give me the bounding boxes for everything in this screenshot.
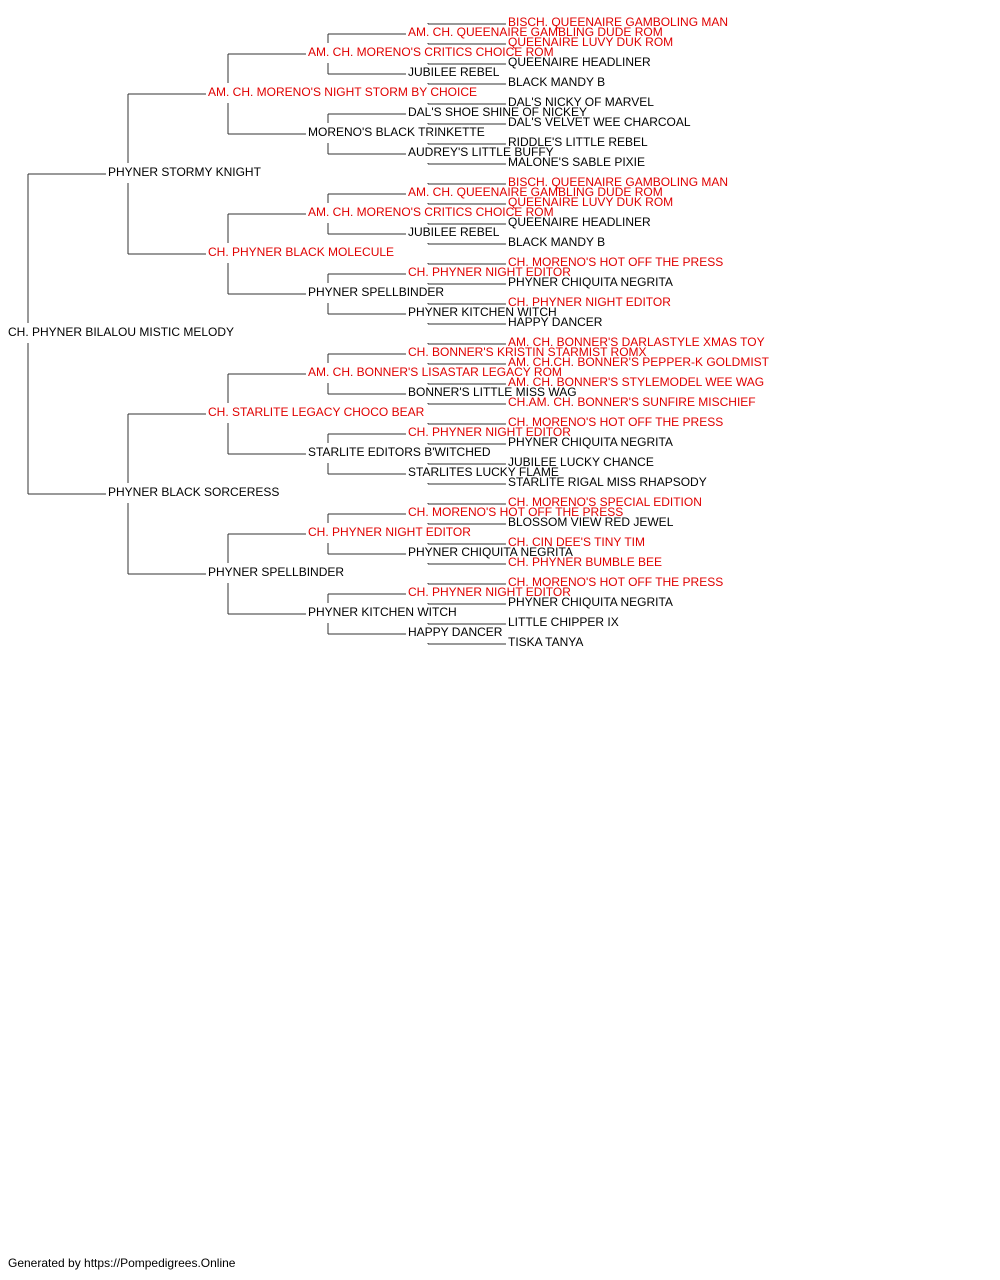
ancestor-name: QUEENAIRE LUVY DUK ROM <box>508 35 673 49</box>
ancestor-name: AM. CH. MORENO'S CRITICS CHOICE ROM <box>308 205 554 219</box>
ancestor-name: CH. MORENO'S HOT OFF THE PRESS <box>508 415 723 429</box>
ancestor-name: PHYNER SPELLBINDER <box>208 565 344 579</box>
ancestor-name: QUEENAIRE HEADLINER <box>508 215 651 229</box>
ancestor-name: TISKA TANYA <box>508 635 583 649</box>
ancestor-name: DAL'S SHOE SHINE OF NICKEY <box>408 105 587 119</box>
ancestor-name: AM. CH. BONNER'S STYLEMODEL WEE WAG <box>508 375 764 389</box>
ancestor-name: PHYNER SPELLBINDER <box>308 285 444 299</box>
ancestor-name: PHYNER CHIQUITA NEGRITA <box>408 545 573 559</box>
ancestor-name: PHYNER BLACK SORCERESS <box>108 485 279 499</box>
ancestor-name: CH. PHYNER BLACK MOLECULE <box>208 245 394 259</box>
ancestor-name: CH. STARLITE LEGACY CHOCO BEAR <box>208 405 425 419</box>
ancestor-name: HAPPY DANCER <box>408 625 503 639</box>
ancestor-name: PHYNER STORMY KNIGHT <box>108 165 262 179</box>
ancestor-name: QUEENAIRE LUVY DUK ROM <box>508 195 673 209</box>
ancestor-name: BISCH. QUEENAIRE GAMBOLING MAN <box>508 15 728 29</box>
ancestor-name: BLACK MANDY B <box>508 235 605 249</box>
ancestor-name: CH. PHYNER NIGHT EDITOR <box>308 525 471 539</box>
ancestor-name: CH. PHYNER NIGHT EDITOR <box>408 265 571 279</box>
ancestor-name: CH. MORENO'S HOT OFF THE PRESS <box>508 575 723 589</box>
ancestor-name: PHYNER CHIQUITA NEGRITA <box>508 595 673 609</box>
ancestor-name: PHYNER CHIQUITA NEGRITA <box>508 435 673 449</box>
ancestor-name: CH. MORENO'S HOT OFF THE PRESS <box>408 505 623 519</box>
ancestor-name: QUEENAIRE HEADLINER <box>508 55 651 69</box>
ancestor-name: AM. CH. QUEENAIRE GAMBLING DUDE ROM <box>408 25 663 39</box>
ancestor-name: CH. PHYNER NIGHT EDITOR <box>508 295 671 309</box>
ancestor-name: PHYNER KITCHEN WITCH <box>408 305 557 319</box>
ancestor-name: CH. PHYNER NIGHT EDITOR <box>408 585 571 599</box>
ancestor-name: MALONE'S SABLE PIXIE <box>508 155 645 169</box>
ancestor-name: CH. MORENO'S HOT OFF THE PRESS <box>508 255 723 269</box>
ancestor-name: JUBILEE REBEL <box>408 225 500 239</box>
ancestor-name: DAL'S VELVET WEE CHARCOAL <box>508 115 691 129</box>
ancestor-name: CH.AM. CH. BONNER'S SUNFIRE MISCHIEF <box>508 395 756 409</box>
ancestor-name: PHYNER KITCHEN WITCH <box>308 605 457 619</box>
ancestor-name: STARLITE RIGAL MISS RHAPSODY <box>508 475 707 489</box>
ancestor-name: AM. CH. MORENO'S NIGHT STORM BY CHOICE <box>208 85 477 99</box>
ancestor-name: AM. CH. BONNER'S LISASTAR LEGACY ROM <box>308 365 562 379</box>
ancestor-name: AM. CH. BONNER'S DARLASTYLE XMAS TOY <box>508 335 765 349</box>
ancestor-name: JUBILEE LUCKY CHANCE <box>508 455 654 469</box>
ancestor-name: HAPPY DANCER <box>508 315 603 329</box>
ancestor-name: CH. BONNER'S KRISTIN STARMIST ROMX <box>408 345 647 359</box>
ancestor-name: BONNER'S LITTLE MISS WAG <box>408 385 577 399</box>
ancestor-name: AM. CH. MORENO'S CRITICS CHOICE ROM <box>308 45 554 59</box>
subject-dog-name: CH. PHYNER BILALOU MISTIC MELODY <box>8 325 234 339</box>
ancestor-name: LITTLE CHIPPER IX <box>508 615 619 629</box>
ancestor-name: CH. MORENO'S SPECIAL EDITION <box>508 495 702 509</box>
ancestor-name: AM. CH.CH. BONNER'S PEPPER-K GOLDMIST <box>508 355 770 369</box>
ancestor-name: JUBILEE REBEL <box>408 65 500 79</box>
ancestor-name: RIDDLE'S LITTLE REBEL <box>508 135 648 149</box>
ancestor-name: CH. CIN DEE'S TINY TIM <box>508 535 645 549</box>
generated-by-footer: Generated by https://Pompedigrees.Online <box>8 1256 236 1270</box>
ancestor-name: STARLITE EDITORS B'WITCHED <box>308 445 491 459</box>
ancestor-name: BLACK MANDY B <box>508 75 605 89</box>
ancestor-name: MORENO'S BLACK TRINKETTE <box>308 125 485 139</box>
ancestor-name: CH. PHYNER BUMBLE BEE <box>508 555 662 569</box>
ancestor-name: AM. CH. QUEENAIRE GAMBLING DUDE ROM <box>408 185 663 199</box>
ancestor-name: AUDREY'S LITTLE BUFFY <box>408 145 554 159</box>
ancestor-name: BLOSSOM VIEW RED JEWEL <box>508 515 674 529</box>
ancestor-name: PHYNER CHIQUITA NEGRITA <box>508 275 673 289</box>
ancestor-name: STARLITES LUCKY FLAME <box>408 465 559 479</box>
ancestor-name: BISCH. QUEENAIRE GAMBOLING MAN <box>508 175 728 189</box>
ancestor-name: DAL'S NICKY OF MARVEL <box>508 95 654 109</box>
ancestor-name: CH. PHYNER NIGHT EDITOR <box>408 425 571 439</box>
